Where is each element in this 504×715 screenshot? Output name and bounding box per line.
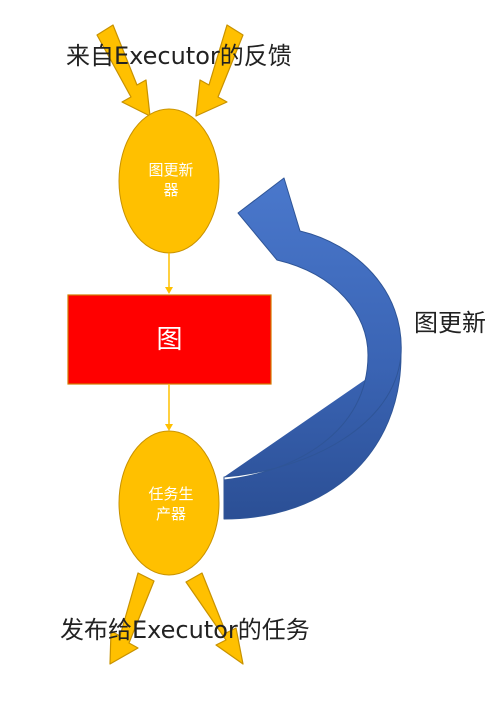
task-generator-node — [118, 430, 220, 576]
update-loop-arrow — [223, 177, 402, 520]
connector-arrowhead — [165, 424, 173, 431]
task-arrow-right — [185, 572, 244, 665]
graph-label: 图 — [156, 325, 183, 355]
graph-updater-label: 图更新 器 — [148, 161, 194, 199]
task-arrow-left — [109, 572, 155, 665]
feedback-arrow-left — [96, 24, 151, 117]
tasks-label: 发布给Executor的任务 — [60, 616, 310, 644]
feedback-arrow-right — [195, 24, 244, 117]
connector-arrowhead — [165, 287, 173, 294]
task-generator-label: 任务生 产器 — [148, 485, 194, 523]
update-loop-label: 图更新 — [414, 309, 486, 337]
feedback-label: 来自Executor的反馈 — [66, 42, 292, 70]
graph-box — [67, 294, 272, 385]
